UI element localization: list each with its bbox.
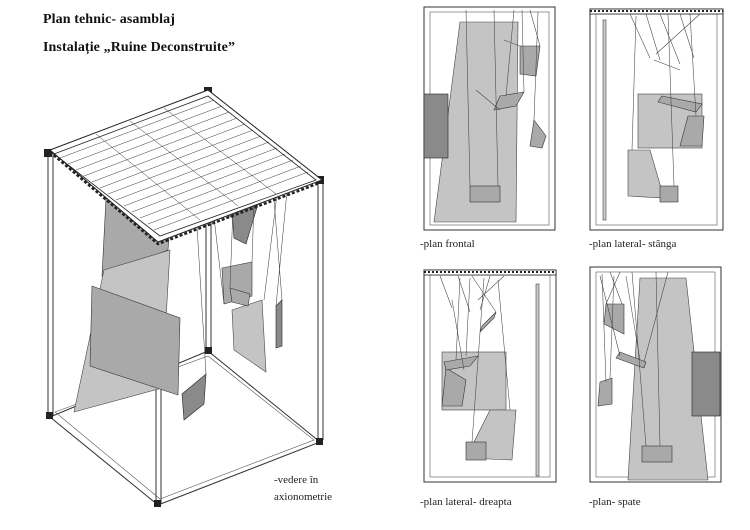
- left-plan-caption: -plan lateral- stânga: [589, 238, 677, 250]
- front-plan-caption: -plan frontal: [420, 238, 475, 250]
- right-side-plan: [423, 269, 557, 483]
- back-plan: [589, 266, 722, 483]
- axonometric-caption-line1: -vedere în: [274, 474, 319, 486]
- axonometric-caption-line2: axionometrie: [274, 491, 333, 503]
- left-side-plan: [589, 8, 724, 231]
- right-plan-caption: -plan lateral- dreapta: [420, 496, 512, 508]
- roof-grid: [59, 99, 309, 231]
- axonometric-caption: -vedere în axionometrie: [274, 472, 332, 506]
- axonometric-view: [44, 87, 324, 507]
- front-plan: [423, 6, 556, 231]
- installation-title: Instalație „Ruine Deconstruite”: [43, 40, 236, 55]
- drawing-title: Plan tehnic- asamblaj: [43, 12, 175, 27]
- back-plan-caption: -plan- spate: [589, 496, 641, 508]
